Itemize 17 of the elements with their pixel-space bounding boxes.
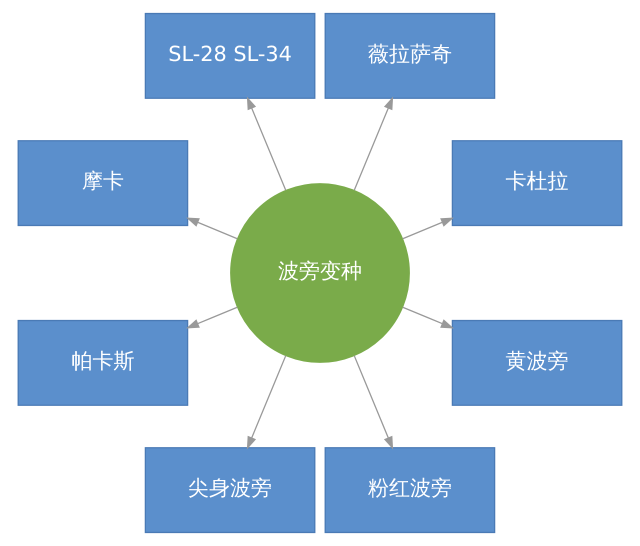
arrow xyxy=(186,218,238,240)
arrow xyxy=(246,355,286,450)
node-box: 帕卡斯 xyxy=(18,320,188,406)
node-box: 粉红波旁 xyxy=(324,447,496,534)
node-box: 薇拉萨奇 xyxy=(324,12,496,99)
node-box: SL-28 SL-34 xyxy=(144,12,316,99)
node-box: 尖身波旁 xyxy=(144,447,316,534)
arrow xyxy=(186,306,238,328)
arrow xyxy=(354,96,394,191)
arrow xyxy=(402,218,454,240)
node-box: 摩卡 xyxy=(18,140,188,226)
arrow xyxy=(354,355,394,450)
node-circle: 波旁变种 xyxy=(230,183,410,363)
node-box: 卡杜拉 xyxy=(452,140,622,226)
arrow xyxy=(402,306,454,328)
node-box: 黄波旁 xyxy=(452,320,622,406)
arrow xyxy=(246,96,286,191)
